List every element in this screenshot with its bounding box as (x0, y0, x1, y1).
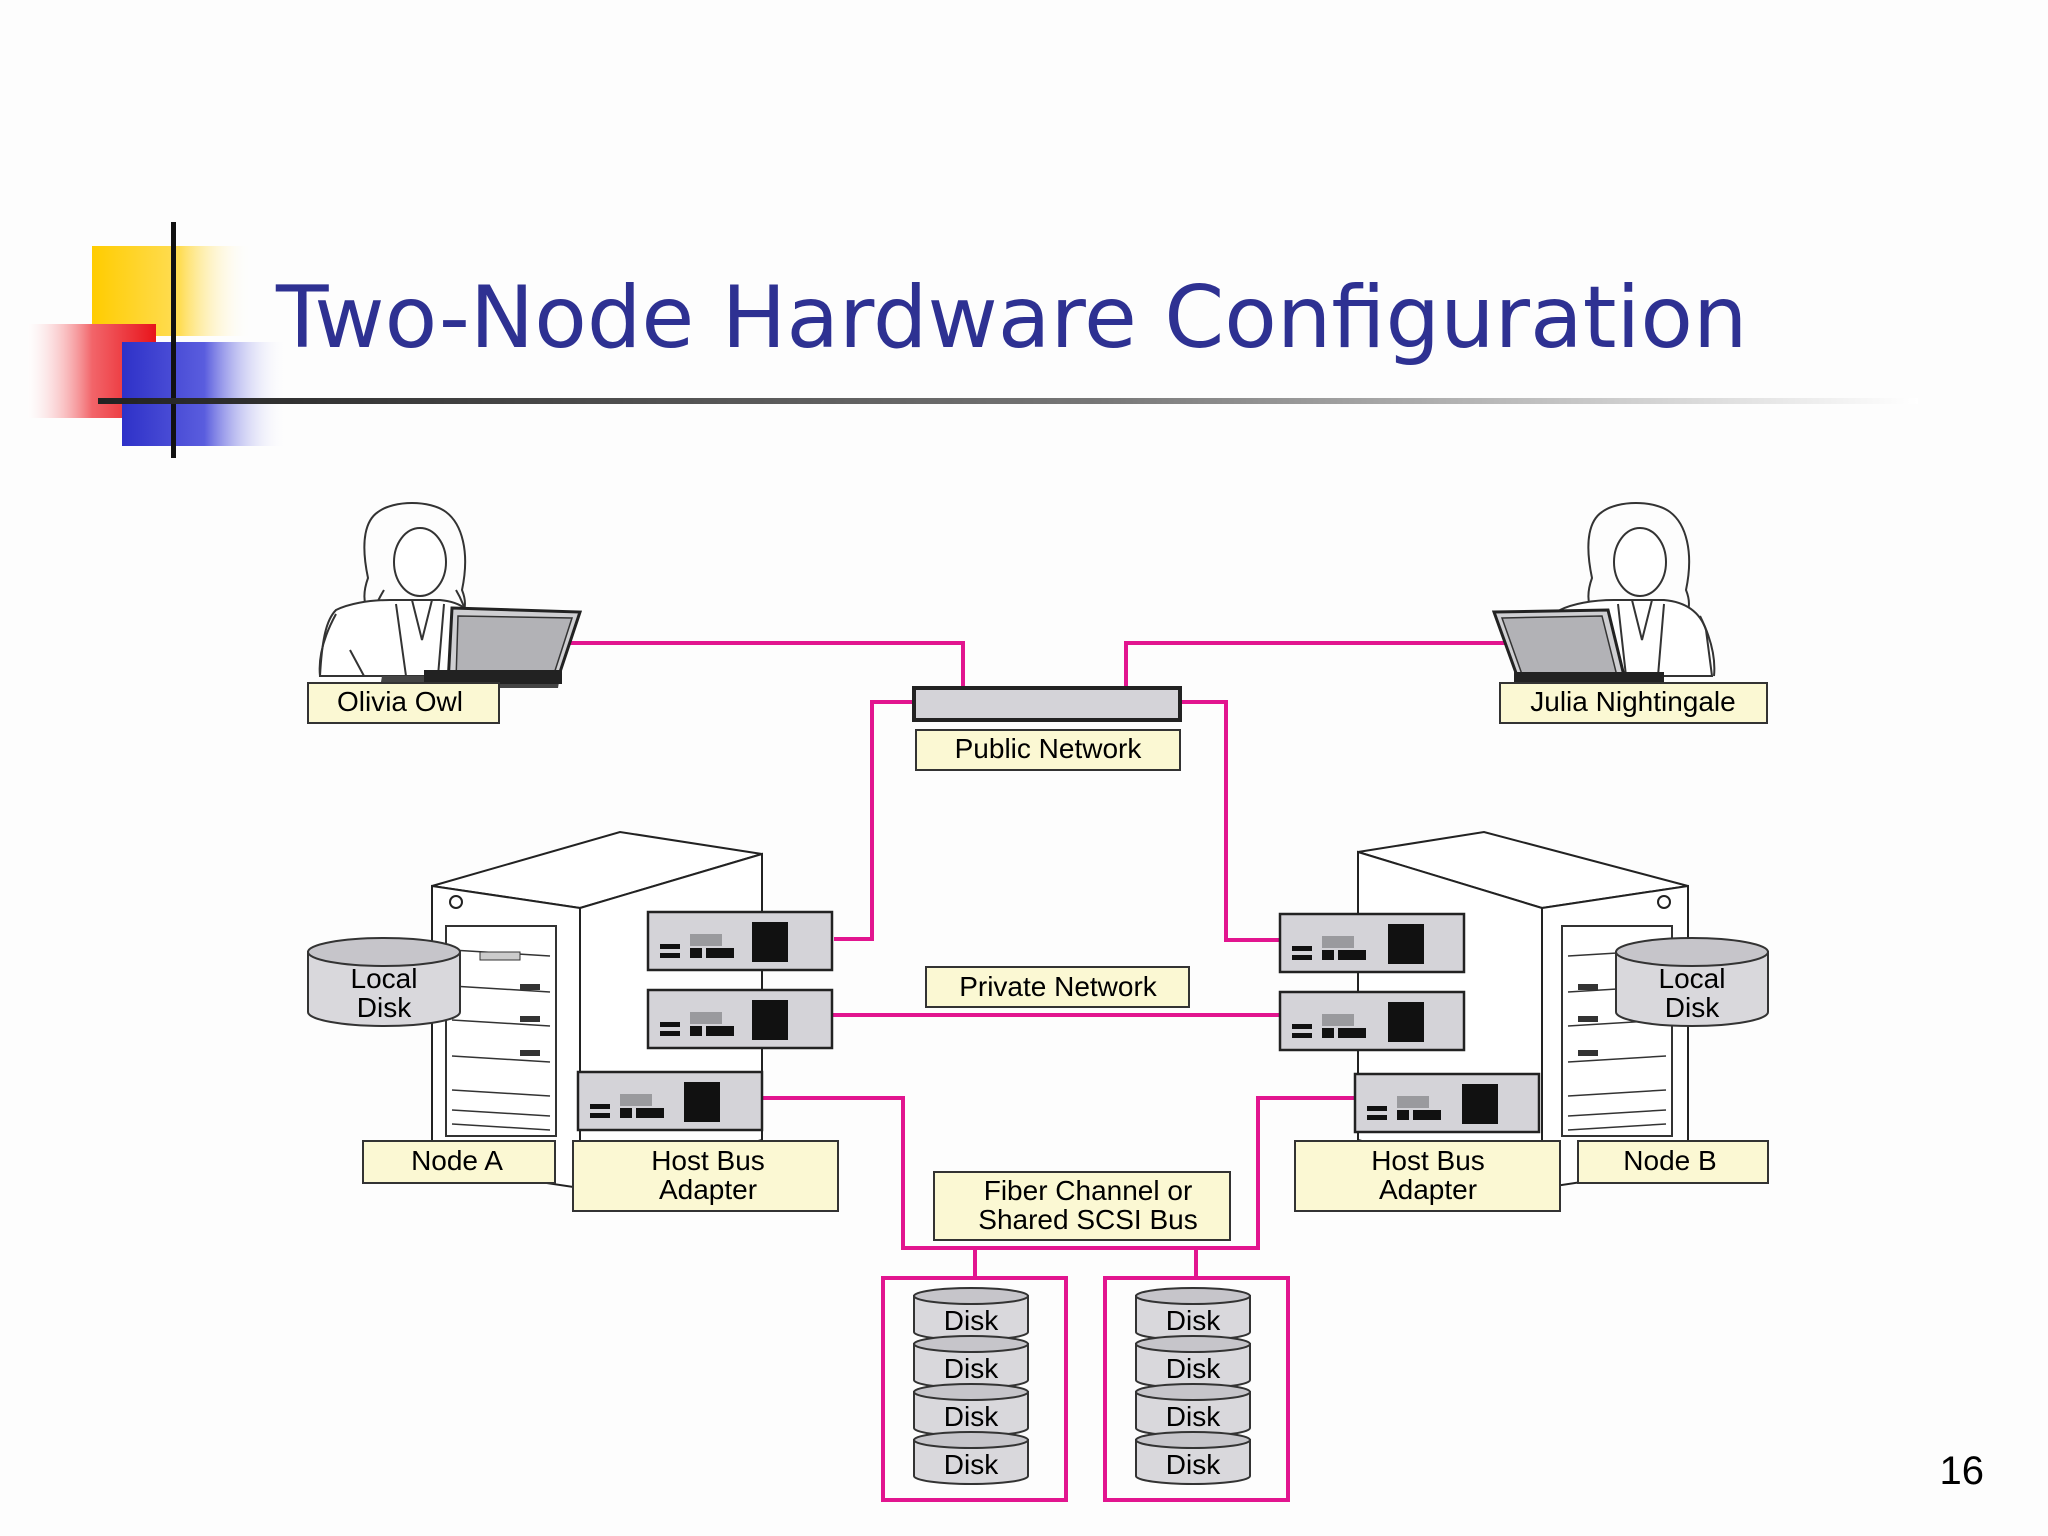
shared-disk-label: Disk (944, 1449, 999, 1480)
node-b-hba-label-line1: Host Bus (1371, 1145, 1485, 1176)
node-a-local-disk-label-line2: Disk (357, 992, 412, 1023)
user-julia-illustration (1491, 502, 1716, 686)
private-network-label: Private Network (959, 971, 1158, 1002)
page-number: 16 (1940, 1449, 1985, 1493)
node-a-hba-label-line2: Adapter (659, 1174, 757, 1205)
public-network-hub (912, 686, 1182, 722)
node-a-hba-label-box (572, 1140, 839, 1212)
shared-bus-label-line2: Shared SCSI Bus (978, 1204, 1197, 1235)
public-network-label: Public Network (955, 733, 1143, 764)
node-b-local-disk (1615, 937, 1769, 1027)
node-b-private-nic (1278, 990, 1466, 1052)
user-olivia-label: Olivia Owl (337, 686, 463, 717)
node-b-local-disk-label-line2: Disk (1665, 992, 1720, 1023)
shared-disk-right-1: Disk (1135, 1287, 1251, 1341)
shared-bus-label-line1: Fiber Channel or (984, 1175, 1193, 1206)
shared-disk-right-2: Disk (1135, 1335, 1251, 1389)
title-decoration (28, 222, 1918, 458)
node-a-public-nic (646, 910, 834, 972)
user-julia-label-box (1499, 682, 1768, 724)
shared-disk-left-4: Disk (913, 1431, 1029, 1485)
node-a-private-nic (646, 988, 834, 1050)
node-b-hba-label-line2: Adapter (1379, 1174, 1477, 1205)
shared-disk-left-1: Disk (913, 1287, 1029, 1341)
shared-disk-label: Disk (944, 1305, 999, 1336)
shared-bus-label-box (933, 1171, 1231, 1241)
shared-disk-left-3: Disk (913, 1383, 1029, 1437)
user-olivia-label-box (307, 682, 500, 724)
shared-disk-right-4: Disk (1135, 1431, 1251, 1485)
shared-disk-label: Disk (1166, 1401, 1221, 1432)
node-a-label: Node A (411, 1145, 503, 1176)
public-network-label-box (915, 729, 1181, 771)
node-a-hba-label-line1: Host Bus (651, 1145, 765, 1176)
node-b-label: Node B (1623, 1145, 1716, 1176)
shared-disk-label: Disk (1166, 1305, 1221, 1336)
shared-disk-label: Disk (944, 1353, 999, 1384)
node-a-local-disk-label-line1: Local (351, 963, 418, 994)
shared-disk-label: Disk (1166, 1449, 1221, 1480)
shared-disk-label: Disk (944, 1401, 999, 1432)
node-b-hba-label-box (1294, 1140, 1561, 1212)
slide-title: Two-Node Hardware Configuration (275, 268, 1747, 368)
private-network-label-box (925, 966, 1190, 1008)
shared-disk-right-3: Disk (1135, 1383, 1251, 1437)
shared-disk-left-2: Disk (913, 1335, 1029, 1389)
node-b-local-disk-label-line1: Local (1659, 963, 1726, 994)
shared-disk-label: Disk (1166, 1353, 1221, 1384)
node-b-host-bus-adapter-card (1353, 1072, 1541, 1134)
node-a-local-disk (307, 937, 461, 1027)
node-a-host-bus-adapter-card (576, 1070, 764, 1132)
user-olivia-illustration (318, 502, 583, 688)
node-a-label-box (362, 1140, 556, 1184)
user-julia-label: Julia Nightingale (1530, 686, 1735, 717)
network-wires (560, 641, 1508, 1502)
node-b-label-box (1577, 1140, 1769, 1184)
node-b-public-nic (1278, 912, 1466, 974)
